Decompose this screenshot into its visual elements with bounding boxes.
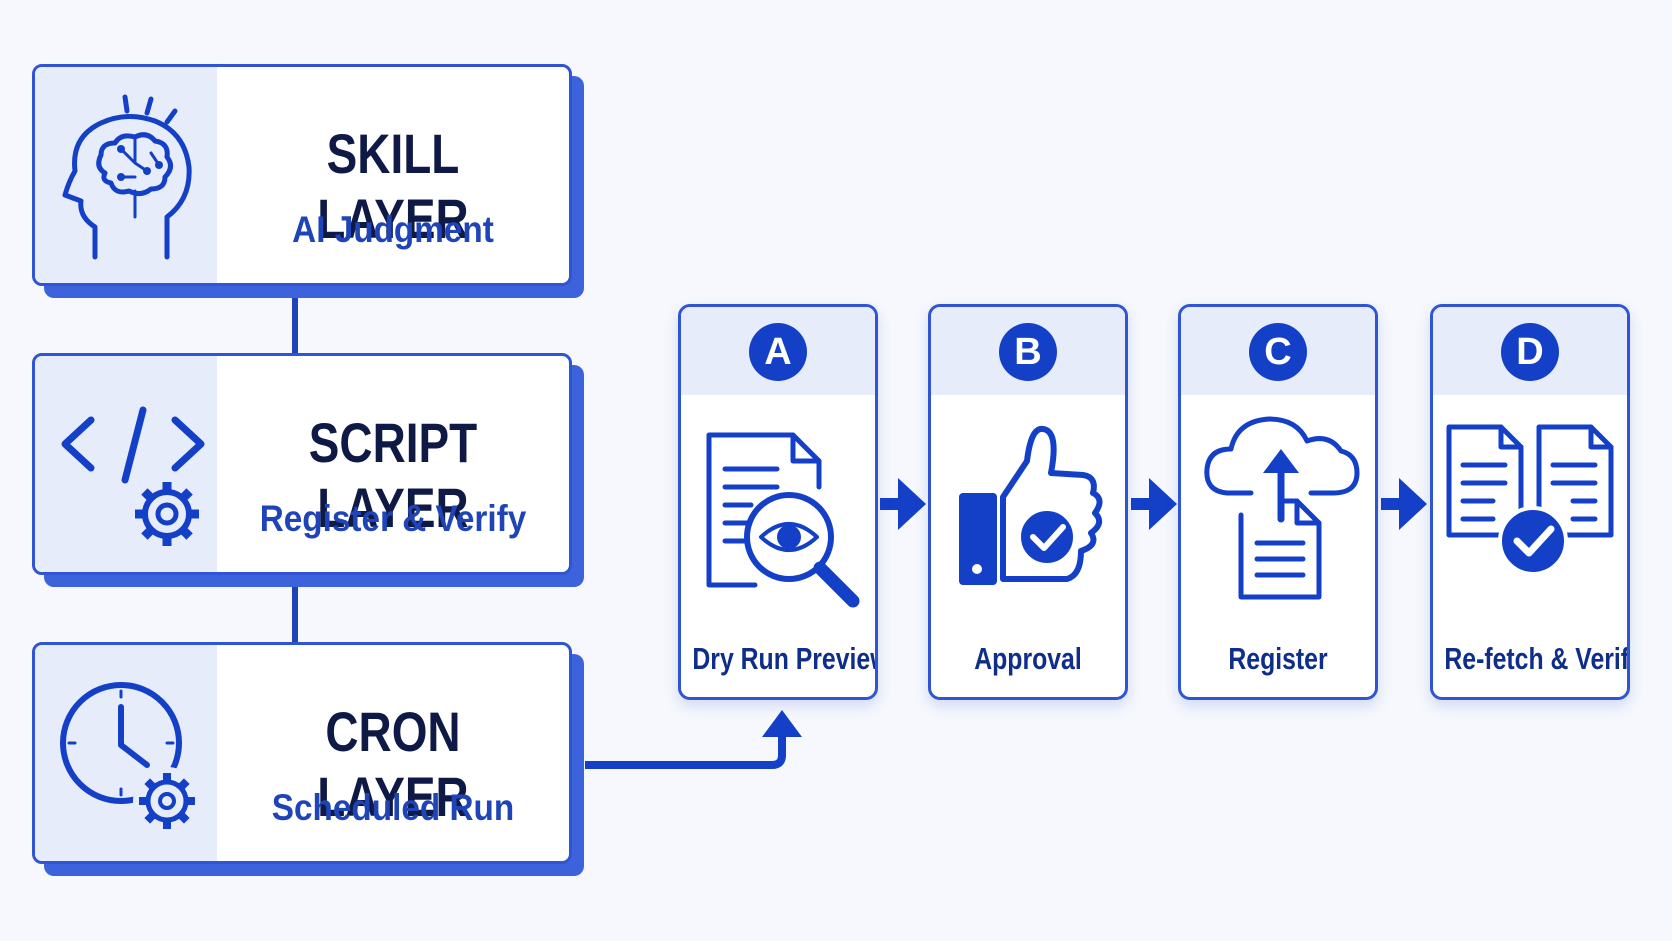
step-d-label: Re-fetch & Verify xyxy=(1444,641,1630,676)
step-a-badge: A xyxy=(749,323,807,381)
step-d-header: D xyxy=(1433,307,1627,395)
step-c-header: C xyxy=(1181,307,1375,395)
step-d-card: D Re-fetch & Verify xyxy=(1430,304,1630,700)
code-gear-icon xyxy=(61,406,205,546)
cron-layer-icon-panel xyxy=(35,645,217,861)
step-b-to-c-arrow xyxy=(1131,478,1177,530)
step-c-badge: C xyxy=(1249,323,1307,381)
document-magnifier-eye-icon xyxy=(706,432,860,608)
step-d-badge: D xyxy=(1501,323,1559,381)
step-b-badge: B xyxy=(999,323,1057,381)
cron-to-step-a-arrow xyxy=(585,710,802,769)
clock-gear-icon xyxy=(60,682,201,835)
skill-layer-title: SKILL LAYER xyxy=(317,122,469,250)
step-a-to-b-arrow xyxy=(880,478,926,530)
script-layer-card: SCRIPT LAYER Register & Verify xyxy=(32,353,572,575)
step-a-header: A xyxy=(681,307,875,395)
step-b-header: B xyxy=(931,307,1125,395)
skill-layer-icon-panel xyxy=(35,67,217,283)
step-c-label: Register xyxy=(1228,641,1328,676)
cron-layer-card: CRON LAYER Scheduled Run xyxy=(32,642,572,864)
thumbs-up-check-icon xyxy=(959,425,1103,585)
step-c-to-d-arrow xyxy=(1381,478,1427,530)
step-b-card: B Approval xyxy=(928,304,1128,700)
step-b-label: Approval xyxy=(974,641,1082,676)
cron-layer-title: CRON LAYER xyxy=(317,700,469,828)
script-layer-subtitle: Register & Verify xyxy=(259,498,527,539)
skill-layer-subtitle: AI Judgment xyxy=(292,209,494,250)
brain-head-icon xyxy=(62,94,192,260)
layer-connector-1 xyxy=(292,293,298,353)
layer-connector-2 xyxy=(292,575,298,642)
step-a-card: A Dry Run Preview xyxy=(678,304,878,700)
cron-layer-subtitle: Scheduled Run xyxy=(271,787,515,828)
step-a-label: Dry Run Preview xyxy=(692,641,878,676)
skill-layer-card: SKILL LAYER AI Judgment xyxy=(32,64,572,286)
step-c-card: C Register xyxy=(1178,304,1378,700)
script-layer-icon-panel xyxy=(35,356,217,572)
cloud-upload-document-icon xyxy=(1204,416,1360,600)
script-layer-title: SCRIPT LAYER xyxy=(308,411,478,539)
documents-check-icon xyxy=(1446,424,1614,576)
